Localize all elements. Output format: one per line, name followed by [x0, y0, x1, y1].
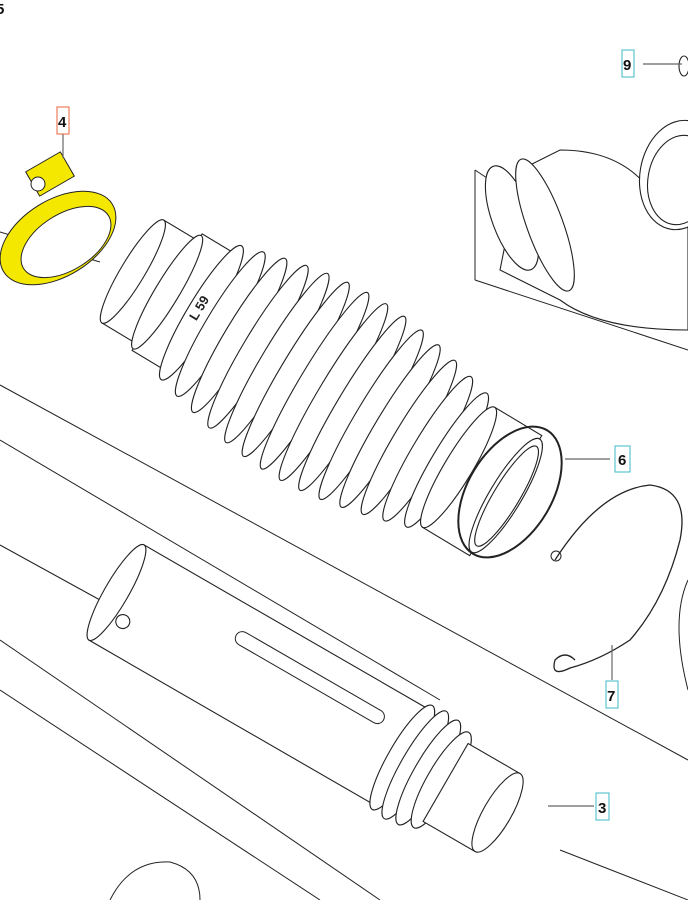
svg-text:9: 9 — [623, 57, 631, 74]
wire-ring-7 — [553, 484, 683, 673]
corner-fragment: 5 — [0, 1, 4, 18]
hose-clamp-highlighted — [0, 151, 117, 286]
bellows-hose: L 59 — [99, 219, 543, 557]
svg-text:4: 4 — [58, 114, 67, 131]
background-outlines — [0, 169, 688, 900]
callout-6[interactable]: 6 — [565, 445, 631, 473]
tube — [86, 543, 524, 853]
callout-7[interactable]: 7 — [605, 645, 619, 709]
svg-text:6: 6 — [618, 452, 626, 469]
sealing-ring-6 — [457, 425, 563, 559]
callout-3[interactable]: 3 — [548, 792, 610, 821]
elbow-pipe — [484, 55, 688, 331]
callout-4[interactable]: 4 — [56, 106, 70, 158]
svg-text:7: 7 — [607, 688, 615, 705]
callout-9[interactable]: 9 — [621, 49, 682, 78]
svg-text:3: 3 — [598, 800, 606, 817]
fastener-9 — [678, 55, 688, 77]
